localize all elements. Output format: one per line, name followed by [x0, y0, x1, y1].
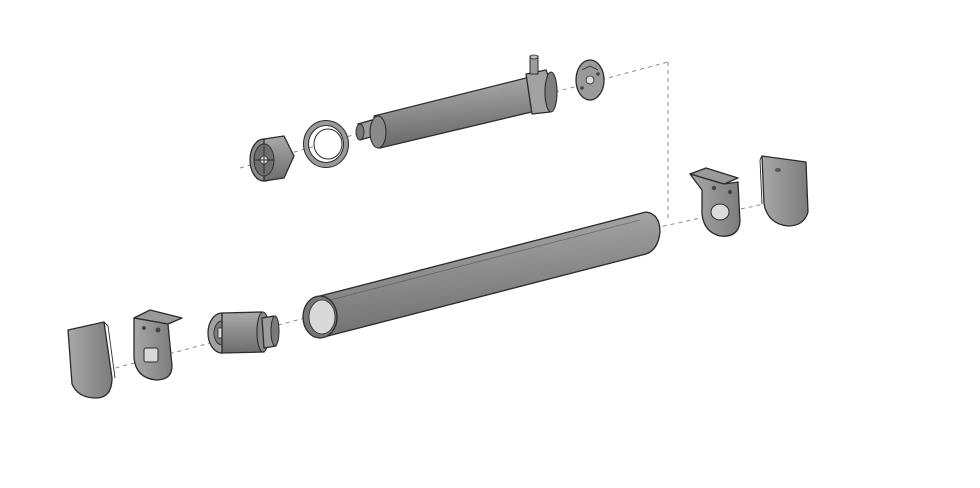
- idler-end-plug: [207, 311, 280, 354]
- crown-adapter-ring: [303, 120, 349, 168]
- roller-tube: [302, 211, 661, 339]
- bracket-left: [133, 309, 183, 381]
- drive-wheel: [249, 135, 295, 182]
- end-cap-right: [759, 155, 809, 227]
- tubular-motor: [355, 54, 558, 149]
- motor-head-plate: [575, 59, 605, 101]
- guide-line-upper-right: [554, 61, 669, 93]
- end-cap-left: [67, 321, 116, 399]
- bracket-right: [689, 167, 741, 237]
